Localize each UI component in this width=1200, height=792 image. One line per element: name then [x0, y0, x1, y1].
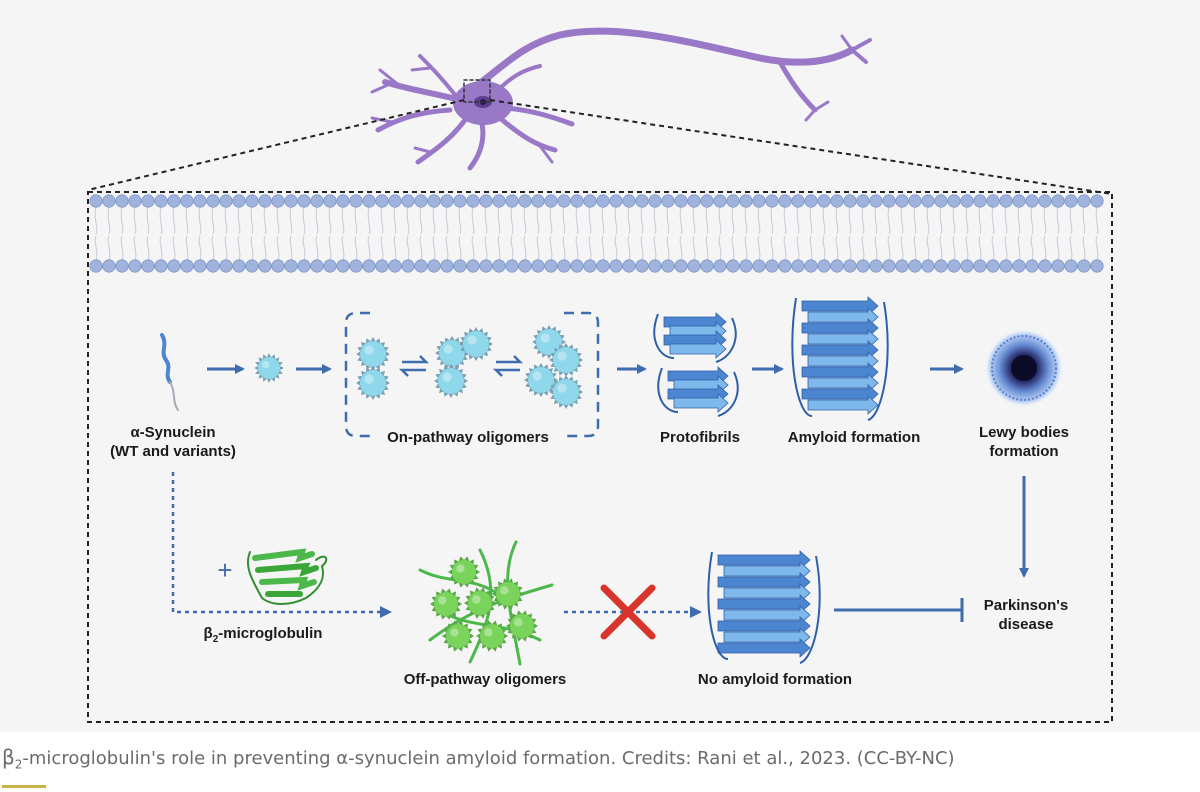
alpha-synuclein-title: α-Synuclein [130, 424, 216, 441]
figure-panel: α-Synuclein (WT and variants) On-pathway… [87, 27, 1113, 723]
zoom-frame [87, 99, 1113, 723]
label-parkinsons: Parkinson's disease [966, 596, 1086, 634]
label-off-pathway: Off-pathway oligomers [403, 671, 567, 688]
diagram-canvas [87, 27, 1113, 723]
beta2m-protein-icon [246, 548, 328, 605]
on-pathway-oligomers [254, 325, 583, 409]
label-beta2-microglobulin: β2-microglobulin [188, 624, 338, 649]
label-alpha-synuclein: α-Synuclein (WT and variants) [103, 423, 243, 461]
figure-caption: β2-microglobulin's role in preventing α-… [2, 745, 955, 772]
label-lewy-bodies: Lewy bodies formation [964, 423, 1084, 461]
amyloid-fibril-illustration [791, 296, 889, 421]
parkinsons-line2: disease [998, 616, 1054, 633]
protofibrils-illustration [653, 312, 739, 417]
label-plus: + [217, 555, 233, 585]
parkinsons-line1: Parkinson's [983, 597, 1069, 614]
membrane-bilayer [89, 194, 1104, 273]
alpha-synuclein-subtitle: (WT and variants) [110, 443, 236, 460]
label-no-amyloid: No amyloid formation [697, 671, 853, 688]
alpha-synuclein-monomer [160, 333, 179, 411]
caption-beta: β [2, 745, 15, 769]
label-protofibrils: Protofibrils [659, 429, 740, 446]
caption-accent-bar [2, 785, 46, 788]
lewy-bodies-line2: formation [989, 443, 1059, 460]
off-pathway-oligomers [418, 540, 554, 666]
beta2m-subscript: 2 [212, 634, 219, 645]
label-on-pathway: On-pathway oligomers [370, 428, 566, 447]
neuron-illustration [370, 27, 872, 171]
caption-text: -microglobulin's role in preventing α-sy… [22, 748, 955, 769]
no-amyloid-illustration [707, 550, 821, 664]
on-pathway-bracket [344, 311, 600, 438]
lewy-body-icon [984, 328, 1064, 408]
label-amyloid-formation: Amyloid formation [787, 429, 921, 446]
inhibition-cross-icon [600, 584, 656, 640]
caption-subscript: 2 [14, 757, 23, 772]
beta2m-suffix: -microglobulin [218, 625, 323, 642]
pathway-arrows [207, 364, 1029, 622]
lewy-bodies-line1: Lewy bodies [978, 424, 1070, 441]
equilibrium-arrows [398, 355, 524, 377]
beta2m-prefix: β [203, 625, 213, 642]
beta2m-pathway-arrows [171, 472, 693, 614]
